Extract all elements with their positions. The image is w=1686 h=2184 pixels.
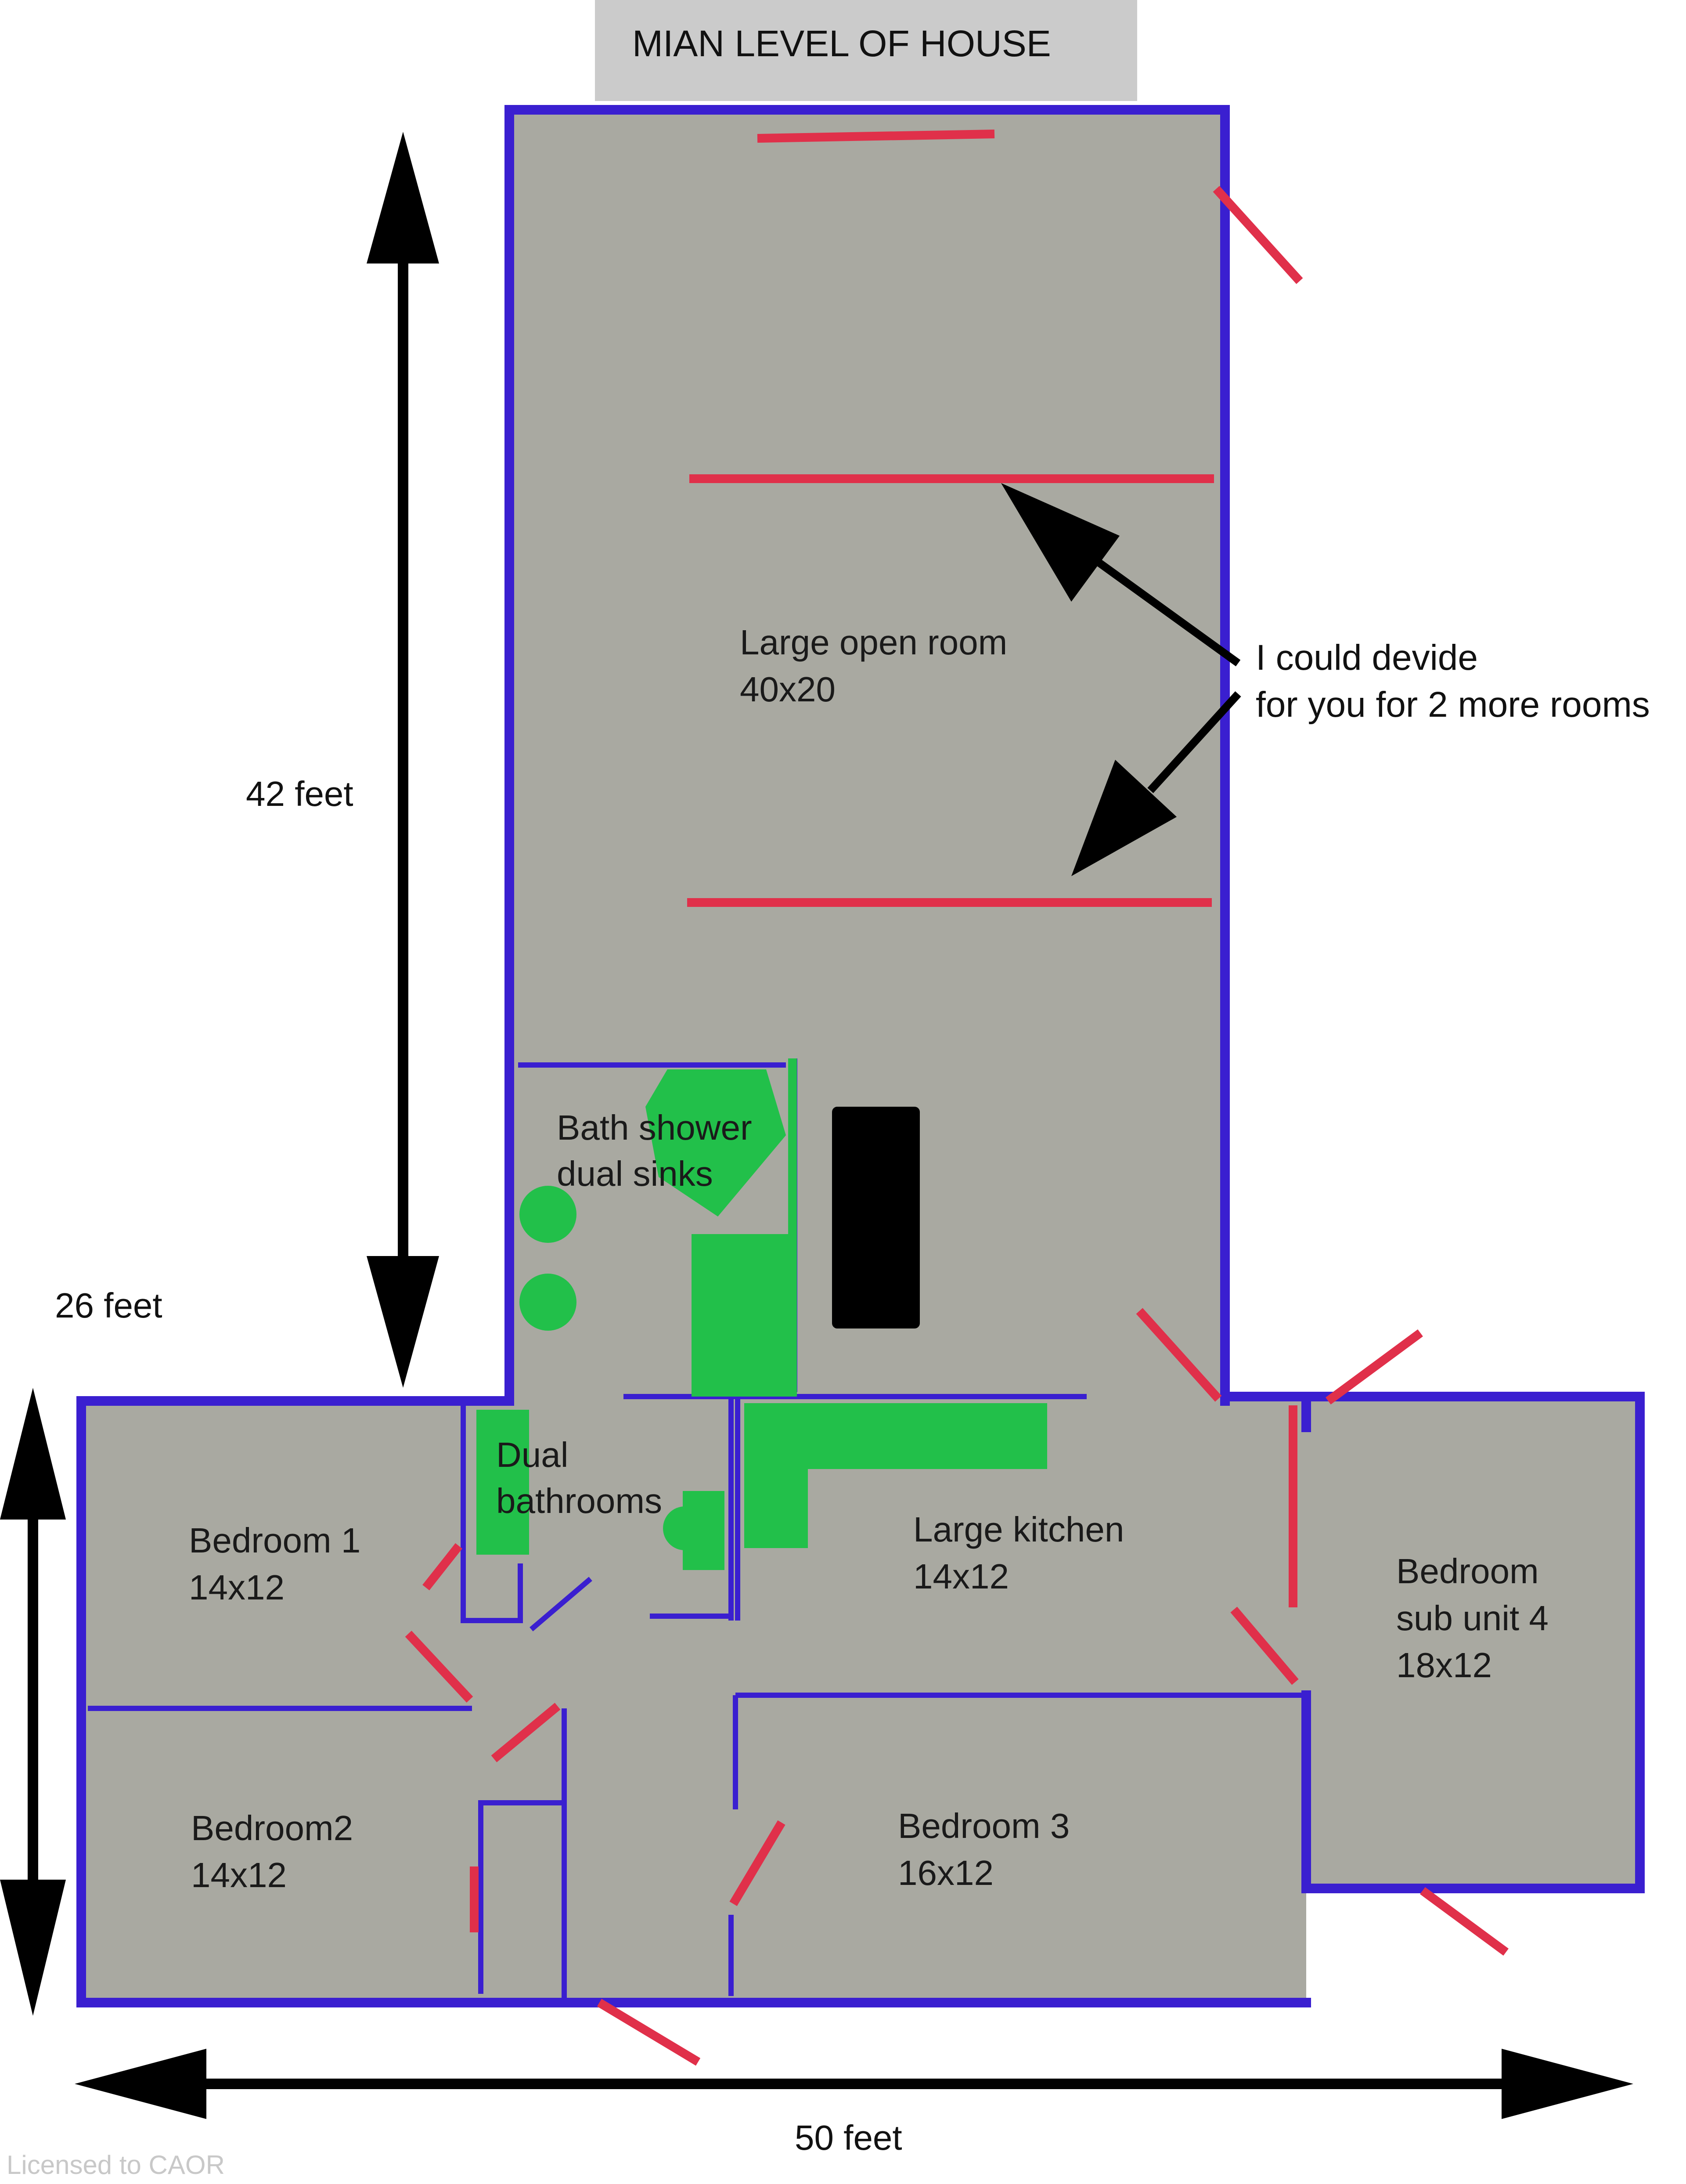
inner-walls — [88, 1058, 1302, 2003]
dim-26-feet: 26 feet — [55, 1286, 162, 1325]
bathroom-left-closet — [461, 1401, 523, 1623]
door-bedroom1 — [405, 1631, 473, 1703]
dual-bath-label-2: bathrooms — [496, 1481, 662, 1520]
open-room-size: 40x20 — [740, 670, 836, 709]
dual-bath-label-1: Dual — [496, 1435, 569, 1474]
plan-title: MIAN LEVEL OF HOUSE — [632, 23, 1051, 64]
vanity-fixture — [692, 1234, 797, 1397]
arrow-50ft-head-right — [1502, 2049, 1633, 2119]
sink-2 — [519, 1274, 576, 1331]
door-kitchen-right — [1136, 1308, 1222, 1402]
note-arrow-up-shaft — [1077, 545, 1241, 667]
arrow-42ft-head-up — [367, 132, 439, 264]
closet-wall — [478, 1800, 564, 1994]
door-entry — [597, 1999, 701, 2066]
bedroom4-floor — [1306, 1397, 1640, 1888]
door-bedroom3 — [729, 1820, 785, 1906]
kitchen-name: Large kitchen — [913, 1510, 1124, 1549]
dimension-arrows — [0, 132, 1633, 2119]
outer-wall-bedroom4 — [1220, 1392, 1645, 1893]
fixtures — [476, 1058, 1047, 1570]
bath-door-swing — [530, 1577, 592, 1632]
door-top-right — [1213, 186, 1303, 284]
kitchen-island — [832, 1107, 920, 1328]
arrow-50ft-head-left — [75, 2049, 206, 2119]
door-kitchen-lower — [1230, 1606, 1299, 1685]
kitchen-size: 14x12 — [913, 1557, 1009, 1596]
bedroom4-label-2: sub unit 4 — [1396, 1599, 1549, 1638]
toilet-bowl — [663, 1506, 707, 1550]
toilet-left — [476, 1410, 529, 1555]
bedroom2-name: Bedroom2 — [191, 1809, 353, 1848]
bedroom3-size: 16x12 — [898, 1853, 994, 1892]
note-arrow-down-head — [1071, 760, 1177, 876]
bedroom4-label-1: Bedroom — [1396, 1552, 1539, 1591]
door-bedroom1-small — [422, 1543, 462, 1591]
outer-wall-lower — [76, 1396, 1311, 2007]
bedroom1-size: 14x12 — [189, 1568, 285, 1607]
top-window — [757, 130, 995, 143]
door-bedroom4-bottom — [1420, 1887, 1509, 1956]
annotation-line-2: for you for 2 more rooms — [1256, 685, 1650, 725]
bedroom3-name: Bedroom 3 — [898, 1806, 1070, 1845]
shower-fixture — [645, 1069, 786, 1217]
title-banner — [595, 0, 1137, 101]
arrow-26ft-head-down — [0, 1880, 66, 2016]
dim-50-feet: 50 feet — [795, 2118, 902, 2157]
dim-42-feet: 42 feet — [246, 774, 353, 813]
bath-label-2: dual sinks — [557, 1154, 713, 1193]
outer-wall-main — [504, 105, 1230, 1406]
kitchen-counter-side — [744, 1403, 808, 1548]
door-bedroom2 — [491, 1703, 561, 1762]
bedroom4-size: 18x12 — [1396, 1646, 1492, 1685]
bedroom2-size: 14x12 — [191, 1855, 287, 1895]
note-arrow-down-shaft — [1147, 691, 1241, 794]
license-credit: Licensed to CAOR — [7, 2150, 225, 2180]
outer-walls — [76, 105, 1645, 2007]
annotation-line-1: I could devide — [1256, 638, 1478, 678]
bedroom1-name: Bedroom 1 — [189, 1521, 360, 1560]
door-bedroom4-top — [1326, 1329, 1423, 1405]
floor-areas — [81, 110, 1640, 2003]
arrow-42ft-head-down — [367, 1256, 439, 1388]
note-arrow-up-head — [1001, 483, 1120, 602]
sink-1 — [519, 1186, 576, 1243]
annotation-arrows — [1001, 483, 1241, 876]
open-room-name: Large open room — [740, 623, 1007, 662]
doors — [405, 130, 1509, 2066]
arrow-26ft-head-up — [0, 1388, 66, 1520]
bath-label-1: Bath shower — [557, 1108, 752, 1147]
